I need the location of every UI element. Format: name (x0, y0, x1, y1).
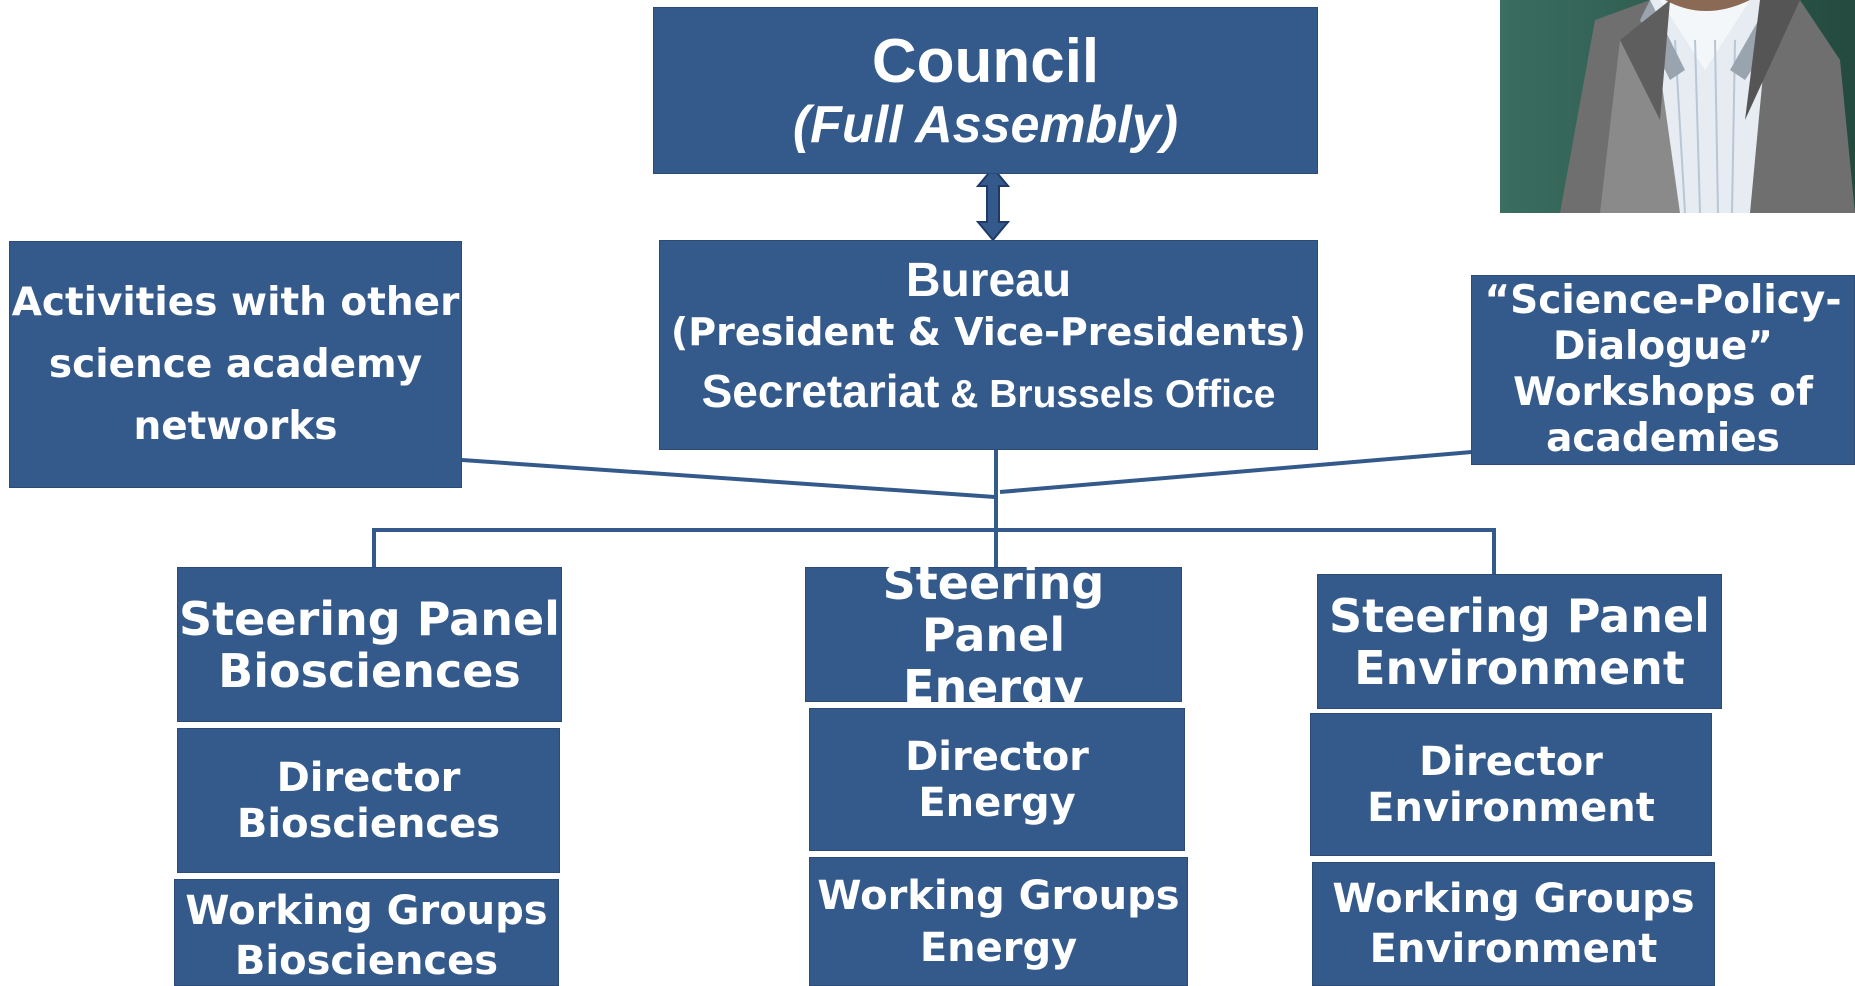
activities-line-2: science academy (48, 341, 423, 387)
working-environment-line-2: Environment (1369, 926, 1658, 972)
bureau-secretariat: Secretariat (701, 364, 940, 417)
director-biosciences: Director Biosciences (177, 728, 560, 873)
bureau-brussels: & Brussels Office (939, 372, 1276, 416)
bureau-box: Bureau (President & Vice-Presidents) Sec… (659, 240, 1318, 450)
steering-environment-line-2: Environment (1354, 640, 1685, 695)
director-biosciences-line-2: Biosciences (236, 800, 501, 847)
steering-panel-energy: Steering Panel Energy (805, 557, 1182, 713)
bureau-secretariat-line: Secretariat & Brussels Office (702, 356, 1276, 437)
steering-energy-line-2: Energy (903, 659, 1084, 714)
double-arrow-icon (975, 166, 1011, 242)
working-biosciences-line-1: Working Groups (185, 888, 548, 934)
science-policy-dialogue-box: “Science-Policy- Dialogue” Workshops of … (1471, 275, 1855, 465)
director-environment: Director Environment (1310, 713, 1712, 856)
council-title: Council (871, 26, 1100, 96)
director-biosciences-line-1: Director (276, 754, 461, 801)
director-environment-line-1: Director (1419, 738, 1603, 785)
bureau-subtitle: (President & Vice-Presidents) (670, 309, 1307, 354)
bureau-title: Bureau (905, 253, 1072, 307)
activities-line-3: networks (133, 403, 338, 449)
director-energy-line-1: Director (905, 733, 1089, 780)
dialogue-line-3: Workshops of (1513, 370, 1813, 415)
working-groups-energy: Working Groups Energy (809, 857, 1188, 986)
director-environment-line-2: Environment (1367, 784, 1655, 831)
steering-energy-line-1: Steering Panel (882, 555, 1105, 662)
activities-line-1: Activities with other (11, 279, 460, 325)
working-biosciences-line-2: Biosciences (234, 938, 499, 984)
council-subtitle: (Full Assembly) (792, 95, 1179, 154)
steering-panel-biosciences: Steering Panel Biosciences (177, 567, 562, 722)
activities-networks-box: Activities with other science academy ne… (9, 241, 462, 488)
working-environment-line-1: Working Groups (1332, 876, 1695, 922)
working-energy-line-1: Working Groups (817, 872, 1180, 919)
steering-panel-environment: Steering Panel Environment (1317, 574, 1722, 709)
director-energy-line-2: Energy (918, 779, 1076, 826)
council-box: Council (Full Assembly) (653, 7, 1318, 174)
working-groups-environment: Working Groups Environment (1312, 862, 1715, 986)
working-energy-line-2: Energy (919, 924, 1078, 971)
person-photo-icon (1500, 0, 1855, 213)
connector-left-activities (461, 458, 996, 499)
steering-environment-line-1: Steering Panel (1329, 588, 1710, 643)
dialogue-line-2: Dialogue” (1553, 324, 1773, 369)
dialogue-line-4: academies (1546, 416, 1780, 461)
dialogue-line-1: “Science-Policy- (1484, 278, 1842, 323)
steering-biosciences-line-2: Biosciences (218, 643, 521, 698)
working-groups-biosciences: Working Groups Biosciences (174, 879, 559, 986)
person-photo (1500, 0, 1855, 213)
steering-biosciences-line-1: Steering Panel (179, 591, 560, 646)
connector-right-dialogue (999, 450, 1473, 494)
director-energy: Director Energy (809, 708, 1185, 851)
